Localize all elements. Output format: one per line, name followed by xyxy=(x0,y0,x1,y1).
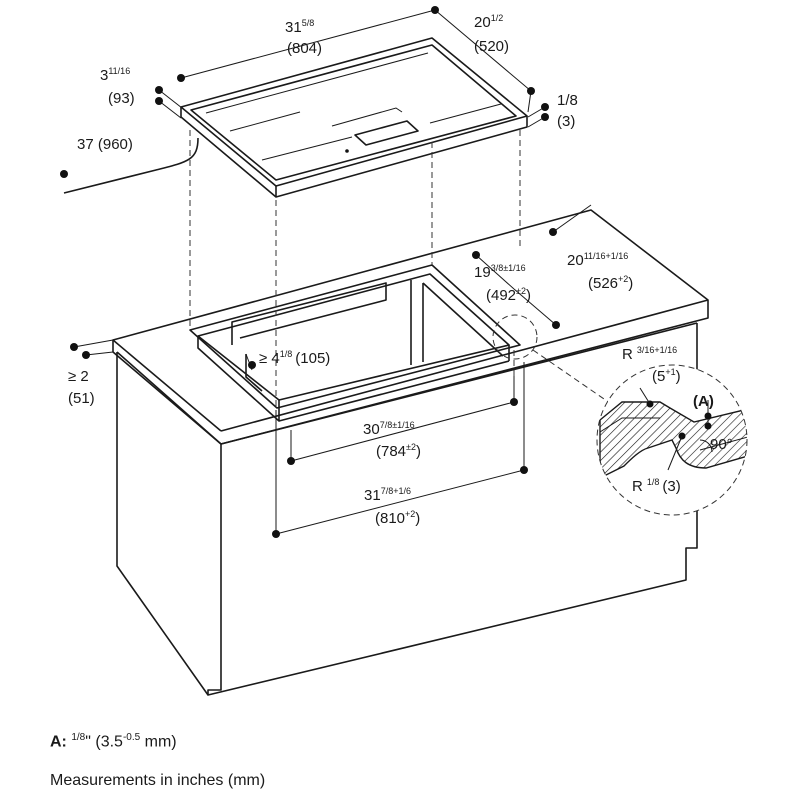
cable-length-label: 37 (960) xyxy=(77,136,133,153)
inset-label: ≥ 41/8(105) xyxy=(259,349,330,367)
angle-label: 90° xyxy=(710,436,733,453)
radius-top-mm: (5+1) xyxy=(652,367,681,385)
inner-width-mm: (784±2) xyxy=(376,442,421,460)
cooktop-depth-mm: (520) xyxy=(474,38,509,55)
frame-thickness-mm: (3) xyxy=(557,113,575,130)
projection-lines xyxy=(189,130,521,408)
outer-depth-label: 2011/16+1/16 xyxy=(567,251,628,269)
units-note: Measurements in inches (mm) xyxy=(50,772,266,789)
note-a-label: A: xyxy=(50,733,67,751)
cooktop-width-mm: (804) xyxy=(287,40,322,57)
inner-width-label: 307/8±1/16 xyxy=(363,420,415,438)
cable xyxy=(63,137,199,194)
cooktop xyxy=(180,37,528,198)
outer-depth-mm: (526+2) xyxy=(588,274,633,292)
dimension-labels: 315/8 (804) 201/2 (520) 311/16 (93) 1/8 … xyxy=(68,13,733,527)
note-a-frac: 1/8 xyxy=(71,732,86,743)
edge-detail xyxy=(596,364,748,516)
cooktop-depth-label: 201/2 xyxy=(474,13,503,31)
countertop xyxy=(112,209,709,445)
outer-width-mm: (810+2) xyxy=(375,509,420,527)
inner-depth-label: 193/8±1/16 xyxy=(474,263,526,281)
note-a: A: 1/8" (3.5-0.5 mm) xyxy=(50,732,177,751)
outer-width-label: 317/8+1/6 xyxy=(364,486,411,504)
dimension-dots xyxy=(60,6,560,538)
counter-min-label: ≥ 2 xyxy=(68,368,89,385)
note-a-unit: mm) xyxy=(140,733,177,751)
cooktop-height-mm: (93) xyxy=(108,90,135,107)
note-a-text: " (3.5 xyxy=(85,733,123,751)
dimension-lines xyxy=(73,9,621,535)
frame-thickness-label: 1/8 xyxy=(557,92,578,109)
cooktop-width-label: 315/8 xyxy=(285,18,314,36)
counter-min-mm: (51) xyxy=(68,390,95,407)
detail-a-label: (A) xyxy=(693,393,714,410)
inner-depth-mm: (492±2) xyxy=(486,286,531,304)
cooktop-height-label: 311/16 xyxy=(100,66,130,84)
note-a-tol: -0.5 xyxy=(122,732,141,743)
